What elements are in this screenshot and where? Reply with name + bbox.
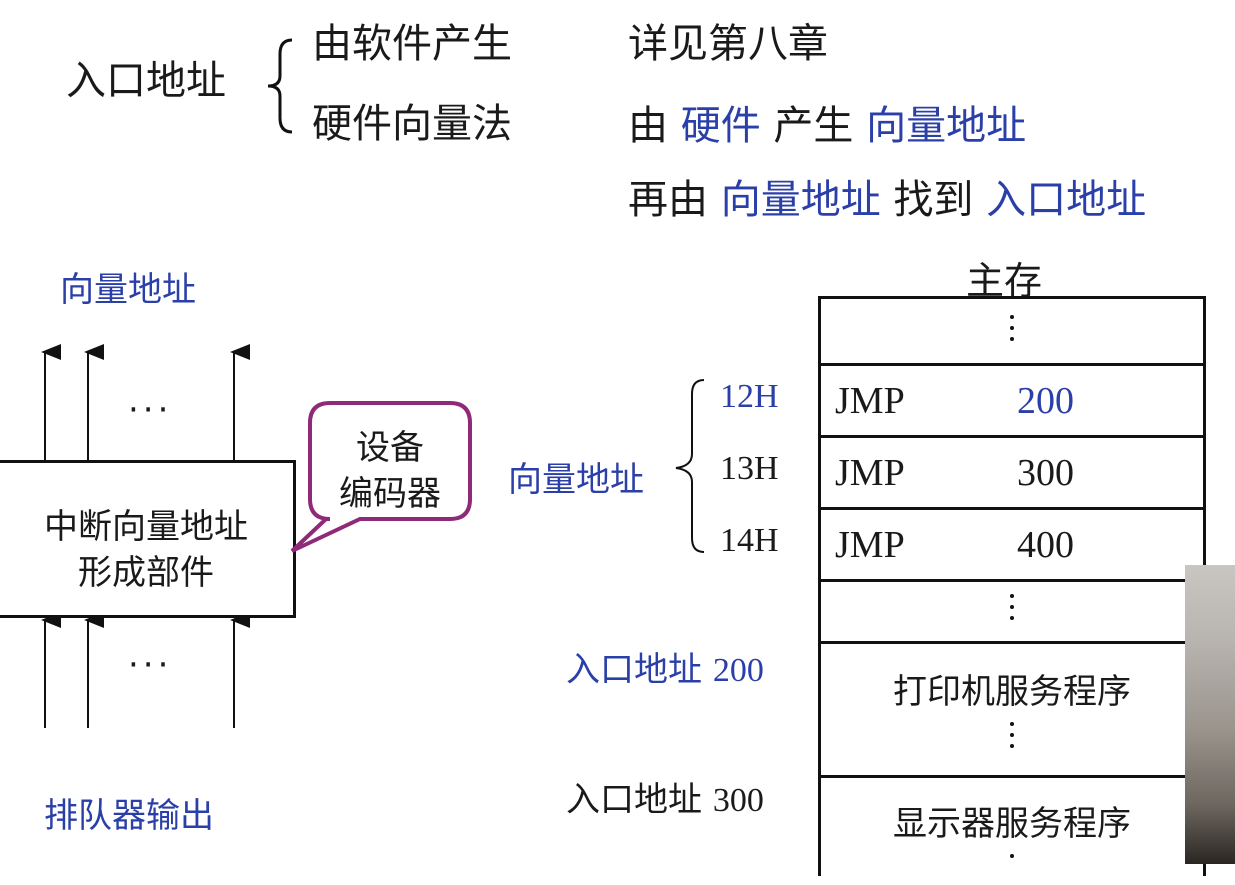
arrows xyxy=(41,344,250,728)
printer-service-block: 打印机服务程序 xyxy=(821,641,1203,775)
vector-line: 再由 向量地址 找到 入口地址 xyxy=(628,180,1146,220)
entry-200-value: 200 xyxy=(712,652,764,689)
row1-target: 200 xyxy=(1017,380,1074,422)
main-memory: JMP 200 JMP 300 JMP 400 打印机服务程序 显示器服务程序 xyxy=(818,296,1206,876)
callout-line2: 编码器 xyxy=(339,474,441,514)
memory-row-14h: JMP 400 xyxy=(821,507,1203,579)
row3-op: JMP xyxy=(835,524,905,566)
row1-op: JMP xyxy=(835,380,905,422)
top-brace xyxy=(267,38,293,134)
vector-line-part2: 向量地址 xyxy=(720,177,881,223)
address-12h: 12H xyxy=(720,378,779,415)
vector-line-part3: 找到 xyxy=(880,177,987,223)
software-method: 由软件产生 xyxy=(312,21,512,67)
hardware-method: 硬件向量法 xyxy=(312,101,512,147)
memory-row-12h: JMP 200 xyxy=(821,363,1203,435)
memory-gap xyxy=(821,579,1203,641)
entry-address-label: 入口地址 xyxy=(66,58,226,104)
display-service-block: 显示器服务程序 xyxy=(821,775,1203,885)
entry-300-text: 入口地址 xyxy=(566,780,702,820)
memory-dots-top xyxy=(1010,315,1014,348)
memory-dots-printer xyxy=(1010,722,1014,755)
component-line1: 中断向量地址 xyxy=(44,507,248,547)
vector-line-part4: 入口地址 xyxy=(986,177,1147,223)
hardware-line: 由 硬件 产生 向量地址 xyxy=(628,106,1026,146)
memory-title: 主存 xyxy=(966,259,1043,303)
vector-brace-label: 向量地址 xyxy=(508,460,644,500)
entry-200-label: 入口地址 200 xyxy=(566,642,764,691)
printer-service: 打印机服务程序 xyxy=(893,672,1131,712)
entry-200-text: 入口地址 xyxy=(566,650,702,690)
hardware-line-part1: 由 xyxy=(628,103,681,149)
component-line2: 形成部件 xyxy=(78,553,214,593)
software-note: 详见第八章 xyxy=(628,21,828,67)
address-13h: 13H xyxy=(720,450,779,487)
entry-300-label: 入口地址 300 xyxy=(566,772,764,821)
memory-dots-display xyxy=(1010,854,1014,865)
vector-address-label: 向量地址 xyxy=(60,270,196,310)
row3-target: 400 xyxy=(1017,524,1074,566)
memory-brace xyxy=(675,379,705,553)
ellipsis-top: ··· xyxy=(128,390,173,430)
vector-line-part1: 再由 xyxy=(628,177,721,223)
hardware-line-part3: 产生 xyxy=(760,103,867,149)
hardware-line-part4: 向量地址 xyxy=(866,103,1027,149)
queue-output-label: 排队器输出 xyxy=(44,796,214,836)
display-service: 显示器服务程序 xyxy=(893,804,1131,844)
memory-dots-middle xyxy=(1010,594,1014,627)
vector-address-component: 中断向量地址 形成部件 xyxy=(0,460,296,618)
webcam-overlay xyxy=(1185,565,1235,864)
callout-line1: 设备 xyxy=(356,428,424,468)
ellipsis-bottom: ··· xyxy=(128,645,173,685)
entry-300-value: 300 xyxy=(712,782,764,819)
address-14h: 14H xyxy=(720,522,779,559)
row2-op: JMP xyxy=(835,452,905,494)
row2-target: 300 xyxy=(1017,452,1074,494)
memory-row-13h: JMP 300 xyxy=(821,435,1203,507)
hardware-line-part2: 硬件 xyxy=(680,103,761,149)
callout-bubble xyxy=(290,401,472,553)
